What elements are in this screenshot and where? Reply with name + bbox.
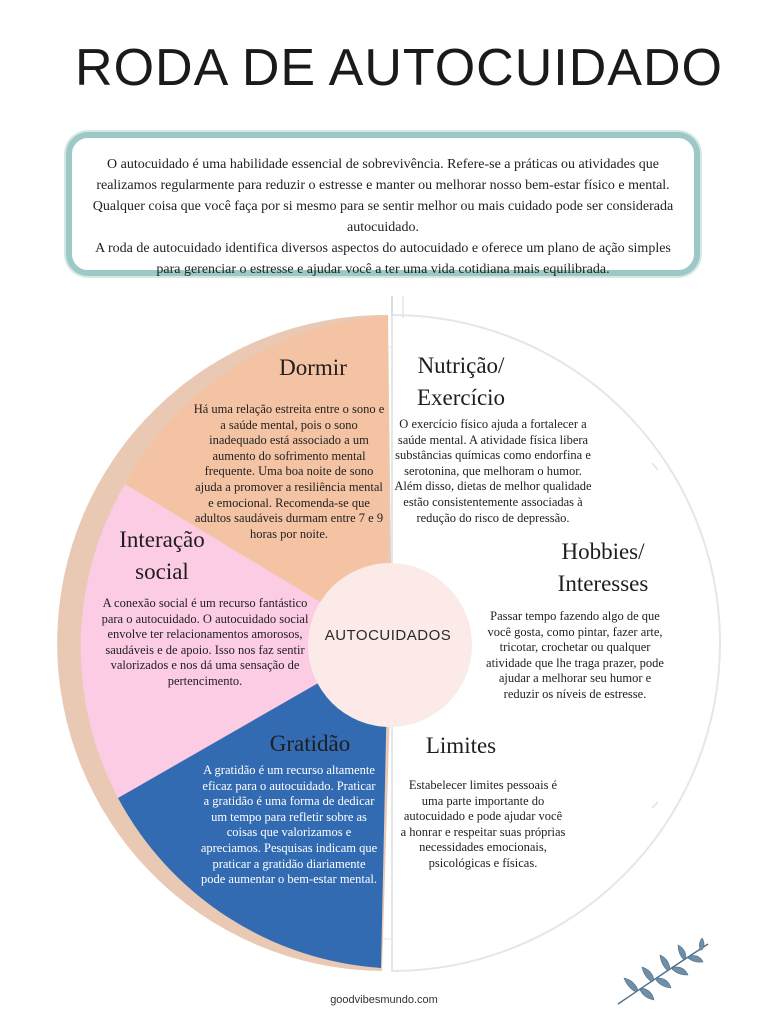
intro-box: O autocuidado é uma habilidade essencial…: [66, 132, 700, 277]
heading-interacao-line1: Interação: [119, 527, 205, 552]
heading-limites: Limites: [425, 733, 497, 758]
divider-right-lower: [651, 801, 659, 809]
heading-gratidao: Gratidão: [269, 731, 351, 756]
text-dormir: Há uma relação estreita entre o sono e a…: [193, 402, 385, 541]
text-limites: Estabelecer limites pessoais é uma parte…: [400, 778, 566, 870]
segment-gratidao: [118, 643, 388, 968]
heading-hobbies-interesses: Hobbies/ Interesses: [538, 536, 668, 600]
leaf-sprig-icon: [617, 938, 709, 1005]
segment-dormir: [125, 316, 388, 643]
heading-dormir: Dormir: [279, 355, 347, 380]
text-interacao: A conexão social é um recurso fantástico…: [101, 596, 309, 688]
footer-website: goodvibesmundo.com: [330, 994, 438, 1006]
divider-right-upper: [651, 462, 659, 471]
text-nutricao: O exercício físico ajuda a fortalecer a …: [394, 417, 592, 525]
segment-right-half: [391, 313, 721, 973]
text-gratidao: A gratidão é um recurso altamente eficaz…: [200, 763, 378, 887]
heading-nutricao-line2: Exercício: [416, 385, 506, 410]
text-hobbies: Passar tempo fazendo algo de que você go…: [486, 609, 664, 701]
wheel-center: [308, 563, 472, 727]
segment-interacao-social: [80, 484, 389, 798]
heading-hobbies-line2: Interesses: [557, 571, 649, 596]
intro-paragraph-2: A roda de autocuidado identifica diverso…: [95, 241, 671, 277]
heading-interacao-line2: social: [135, 559, 189, 584]
heading-nutricao-line1: Nutrição/: [417, 353, 505, 378]
heading-interacao-social: Interação social: [102, 524, 222, 588]
page-title: RODA DE AUTOCUIDADO: [75, 39, 723, 97]
intro-paragraph-1: O autocuidado é uma habilidade essencial…: [92, 157, 674, 235]
heading-hobbies-line1: Hobbies/: [561, 539, 645, 564]
heading-nutricao-exercicio: Nutrição/ Exercício: [396, 350, 526, 414]
center-label: AUTOCUIDADOS: [324, 627, 452, 644]
